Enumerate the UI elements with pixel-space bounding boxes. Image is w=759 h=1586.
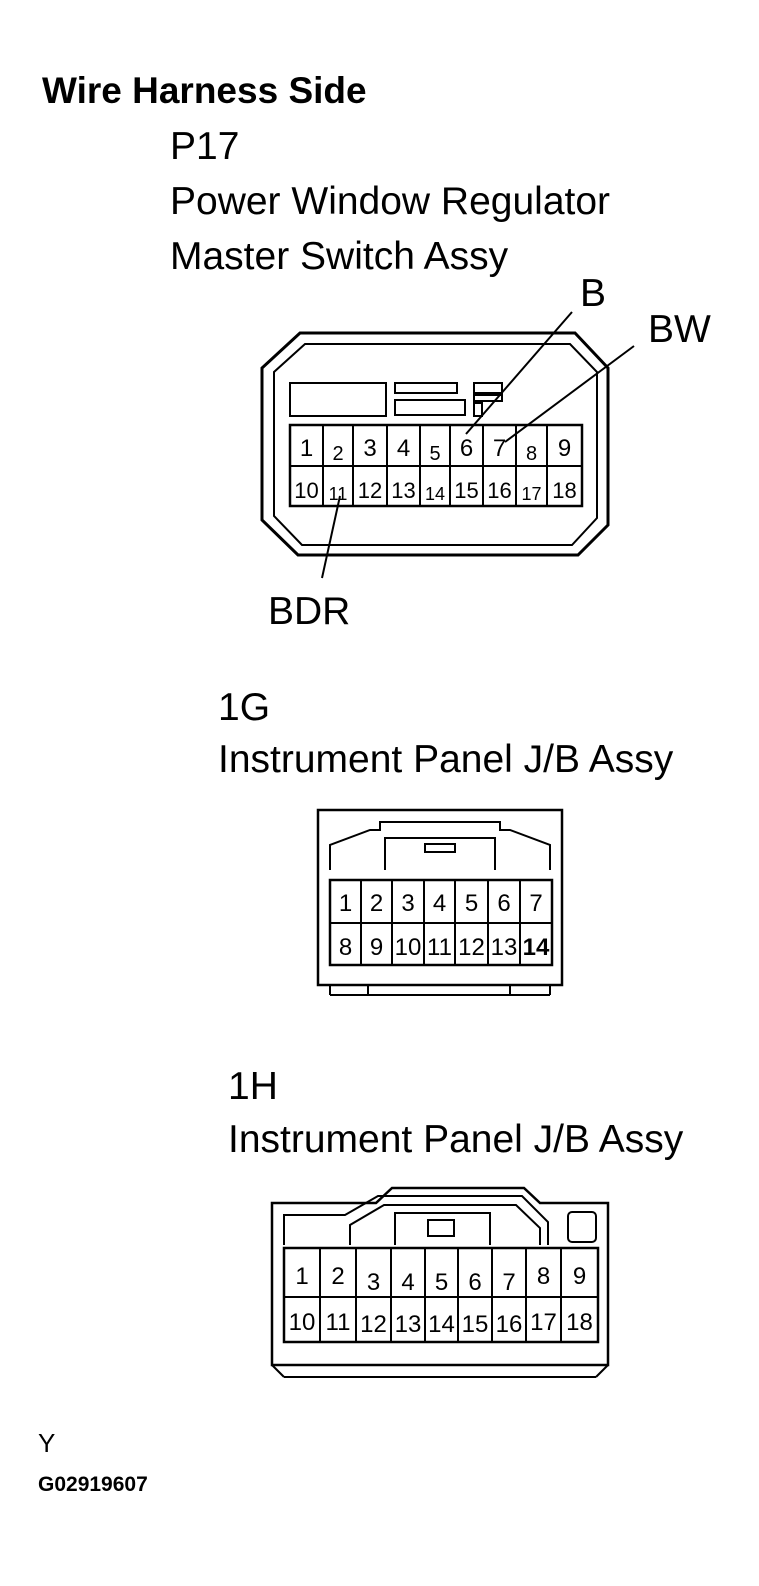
1h-connector-name: Instrument Panel J/B Assy <box>228 1118 684 1161</box>
p17-pin-12: 12 <box>358 478 382 503</box>
1h-connector-code: 1H <box>228 1065 278 1108</box>
p17-pin-14: 14 <box>425 484 445 504</box>
1g-pin-4: 4 <box>433 890 446 917</box>
1g-connector-body <box>316 808 564 996</box>
callout-label-b: B <box>580 272 607 315</box>
1h-pin-7: 7 <box>502 1269 515 1296</box>
p17-connector-name-line2: Master Switch Assy <box>170 235 509 278</box>
p17-pin-13: 13 <box>391 478 415 503</box>
p17-connector-body <box>260 331 610 557</box>
1h-pin-3: 3 <box>367 1269 380 1296</box>
p17-pin-3: 3 <box>363 435 376 462</box>
p17-connector-code: P17 <box>170 125 240 168</box>
callout-line-bdr <box>321 495 341 579</box>
1g-pin-6: 6 <box>497 890 510 917</box>
callout-line-bw <box>504 345 635 443</box>
p17-pin-18: 18 <box>552 478 576 503</box>
p17-pin-7: 7 <box>493 435 506 462</box>
p17-pin-16: 16 <box>487 478 511 503</box>
p17-pin-9: 9 <box>558 435 571 462</box>
diagram-title: Wire Harness Side <box>42 70 367 111</box>
p17-connector-name-line1: Power Window Regulator <box>170 180 611 223</box>
p17-pin-10: 10 <box>294 478 318 503</box>
p17-pin-1: 1 <box>300 435 313 462</box>
1h-pin-14: 14 <box>428 1311 455 1338</box>
1g-pin-14: 14 <box>523 934 550 961</box>
1h-pin-13: 13 <box>395 1311 422 1338</box>
1h-pin-9: 9 <box>573 1263 586 1290</box>
1g-connector-name: Instrument Panel J/B Assy <box>218 738 674 781</box>
p17-pin-6: 6 <box>460 435 473 462</box>
1g-pin-13: 13 <box>491 934 518 961</box>
1h-pin-4: 4 <box>401 1269 414 1296</box>
1h-pin-12: 12 <box>360 1311 387 1338</box>
1h-pin-16: 16 <box>496 1311 523 1338</box>
1g-pin-3: 3 <box>401 890 414 917</box>
1g-pin-1: 1 <box>339 890 352 917</box>
1h-pin-1: 1 <box>295 1263 308 1290</box>
1h-pin-5: 5 <box>435 1269 448 1296</box>
p17-pin-4: 4 <box>397 435 410 462</box>
p17-pin-5: 5 <box>429 443 440 465</box>
p17-pin-8: 8 <box>526 443 537 465</box>
1h-pin-18: 18 <box>566 1309 593 1336</box>
1h-pin-8: 8 <box>537 1263 550 1290</box>
callout-line-b <box>465 311 573 435</box>
1g-pin-7: 7 <box>529 890 542 917</box>
figure-code: G02919607 <box>38 1473 148 1496</box>
1h-pin-17: 17 <box>530 1309 557 1336</box>
1g-pin-5: 5 <box>465 890 478 917</box>
1h-pin-15: 15 <box>462 1311 489 1338</box>
footer-letter: Y <box>38 1428 56 1458</box>
p17-pin-2: 2 <box>332 443 343 465</box>
1g-pin-2: 2 <box>370 890 383 917</box>
1g-pin-9: 9 <box>370 934 383 961</box>
p17-pin-11: 11 <box>329 484 348 504</box>
1g-pin-11: 11 <box>427 934 452 961</box>
1h-pin-10: 10 <box>289 1309 316 1336</box>
1h-pin-2: 2 <box>331 1263 344 1290</box>
1h-pin-6: 6 <box>468 1269 481 1296</box>
callout-label-bdr: BDR <box>268 590 351 633</box>
p17-pin-15: 15 <box>454 478 478 503</box>
1g-pin-10: 10 <box>395 934 422 961</box>
1h-pin-11: 11 <box>326 1309 351 1336</box>
1g-pin-8: 8 <box>339 934 352 961</box>
1h-connector-body <box>270 1186 610 1378</box>
1g-connector-code: 1G <box>218 686 271 729</box>
1g-pin-12: 12 <box>458 934 485 961</box>
callout-label-bw: BW <box>648 308 711 351</box>
p17-pin-17: 17 <box>521 484 541 504</box>
